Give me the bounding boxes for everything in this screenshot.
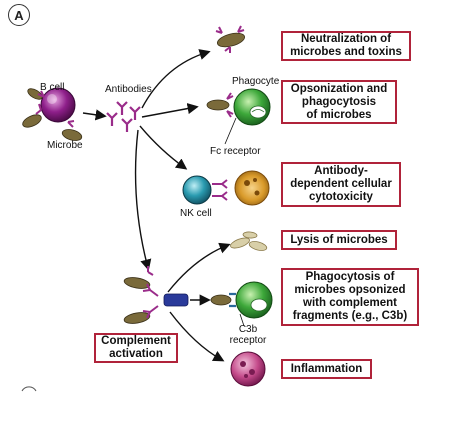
fc-receptor-leader: [224, 117, 237, 145]
arrow-to-lysis: [167, 242, 231, 293]
antibody-cluster: [106, 101, 141, 132]
lysis-box: Lysis of microbes: [281, 230, 397, 250]
arrow-bcell-to-antibodies: [82, 109, 107, 121]
antibodies-label: Antibodies: [105, 84, 152, 95]
phagocyte-cell: [206, 88, 271, 126]
nk-cell-group: [182, 170, 270, 206]
adcc-box: Antibody- dependent cellular cytotoxicit…: [281, 162, 401, 207]
cropped-panel-marker: [21, 386, 37, 392]
microbe-label: Microbe: [47, 140, 83, 151]
arrow-to-complement: [134, 129, 152, 271]
arrow-to-opsonization: [141, 103, 199, 118]
fc-receptor-label: Fc receptor: [210, 146, 261, 157]
inflammation-cell: [230, 351, 266, 387]
c3b-receptor-label: C3b receptor: [229, 324, 267, 346]
c3b-receptor-leader: [239, 313, 245, 327]
b-cell: [40, 87, 76, 123]
complement-phagocytosis-box: Phagocytosis of microbes opsonized with …: [281, 268, 419, 326]
neutralization-box: Neutralization of microbes and toxins: [281, 31, 411, 61]
panel-letter: A: [8, 4, 30, 26]
microbe-group: [22, 88, 83, 141]
arrow-to-adcc: [139, 125, 188, 170]
neutralized-microbe: [215, 25, 246, 53]
complement-phagocyte: [210, 281, 273, 319]
b-cell-label: B cell: [40, 82, 65, 93]
complement-complex: [123, 266, 189, 324]
complement-activation-box: Complement activation: [94, 333, 178, 363]
opsonization-box: Opsonization and phagocytosis of microbe…: [281, 80, 397, 124]
nk-cell-label: NK cell: [180, 208, 212, 219]
arrow-to-inflammation: [169, 311, 225, 362]
phagocyte-label: Phagocyte: [232, 76, 280, 87]
b-cell-antibodies: [35, 90, 75, 128]
arrow-to-neutralization: [141, 49, 211, 109]
inflammation-box: Inflammation: [281, 359, 372, 379]
lysed-microbes: [230, 231, 268, 251]
